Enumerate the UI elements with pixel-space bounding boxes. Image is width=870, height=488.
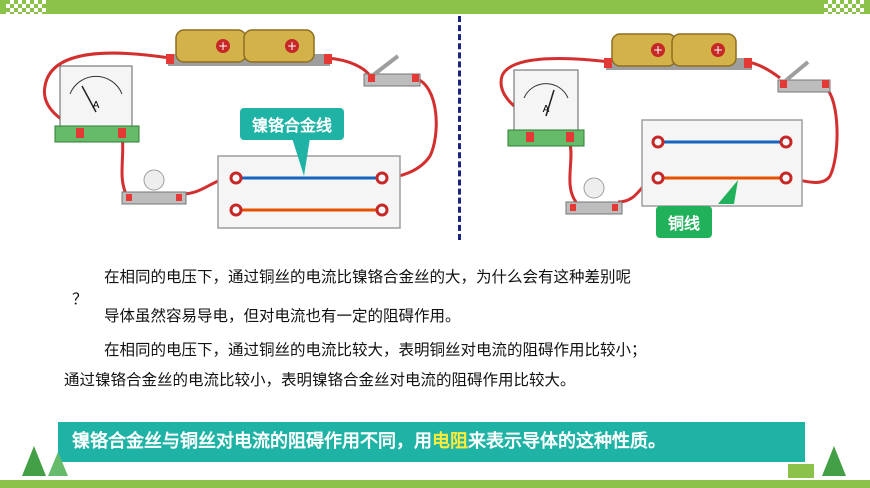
paragraph-copper: 在相同的电压下，通过铜丝的电流比较大，表明铜丝对电流的阻碍作用比较小； bbox=[104, 341, 647, 359]
svg-text:+: + bbox=[713, 43, 723, 57]
summary-banner: 镍铬合金丝与铜丝对电流的阻碍作用不同，用电阻来表示导体的这种性质。 bbox=[58, 422, 805, 462]
copper-wire-label: 铜线 bbox=[656, 206, 713, 238]
top-checker-left bbox=[6, 0, 46, 14]
wire-board bbox=[217, 138, 401, 229]
center-divider bbox=[458, 16, 461, 240]
paragraph-question: 在相同的电压下，通过铜丝的电流比镍铬合金丝的大，为什么会有这种差别呢 bbox=[104, 268, 632, 286]
top-decor-bar bbox=[0, 0, 870, 14]
svg-text:+: + bbox=[218, 39, 228, 53]
switch-icon bbox=[777, 60, 831, 93]
svg-text:+: + bbox=[287, 39, 297, 53]
bulb-icon bbox=[565, 177, 623, 215]
right-circuit-diagram: + + A bbox=[499, 33, 839, 215]
wire-board bbox=[641, 119, 803, 207]
bulb-icon bbox=[121, 169, 187, 205]
svg-text:+: + bbox=[653, 43, 663, 57]
top-checker-right bbox=[824, 0, 864, 14]
nichrome-wire-label: 镍铬合金线 bbox=[240, 108, 345, 140]
summary-highlight-resistance: 电阻 bbox=[432, 431, 468, 452]
battery-icon: + + bbox=[166, 29, 332, 66]
paragraph-nichrome: 通过镍铬合金丝的电流比较小，表明镍铬合金丝对电流的阻碍作用比较大。 bbox=[64, 371, 576, 389]
paragraph-conductor: 导体虽然容易导电，但对电流也有一定的阻碍作用。 bbox=[104, 307, 461, 325]
left-circuit-diagram: + + A bbox=[43, 29, 438, 229]
battery-icon: + + bbox=[604, 33, 752, 70]
svg-text:A: A bbox=[93, 100, 100, 111]
svg-text:A: A bbox=[543, 104, 550, 115]
ammeter-icon: A bbox=[507, 69, 585, 147]
paragraph-question-mark: ？ bbox=[72, 290, 88, 308]
summary-text-before: 镍铬合金丝与铜丝对电流的阻碍作用不同，用 bbox=[72, 431, 432, 452]
ammeter-icon: A bbox=[54, 65, 140, 143]
switch-icon bbox=[363, 54, 421, 87]
tree-left-icon bbox=[22, 446, 68, 476]
bottom-decor-bar bbox=[0, 480, 870, 488]
summary-text-after: 来表示导体的这种性质。 bbox=[468, 431, 666, 452]
tree-right-icon bbox=[788, 446, 846, 478]
